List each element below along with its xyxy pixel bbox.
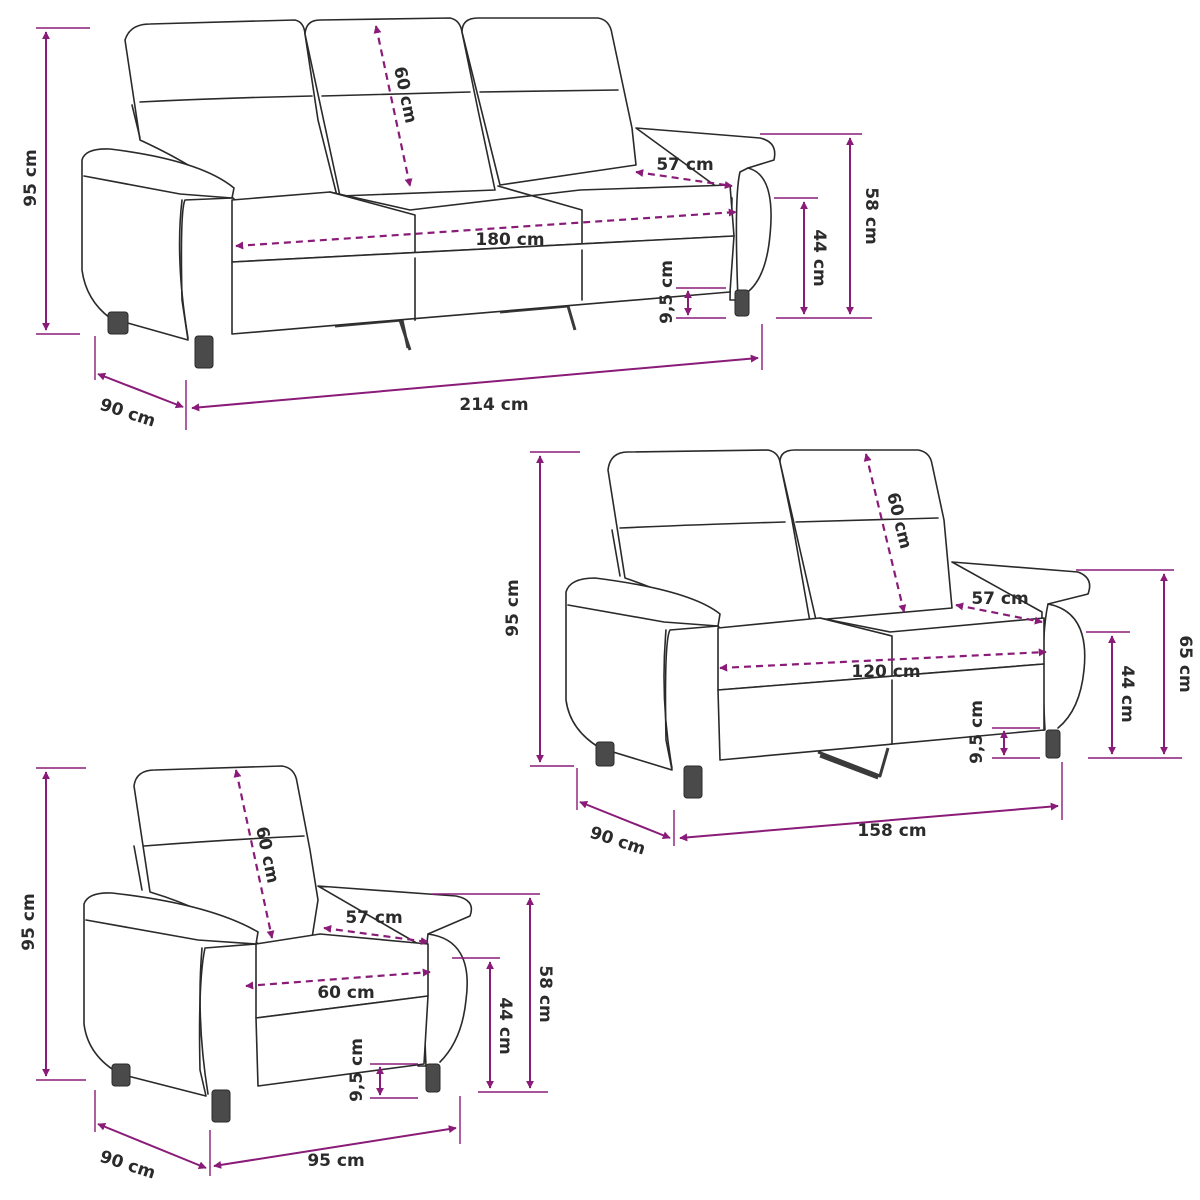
seat-width-label: 180 cm (475, 230, 544, 250)
leg (107, 311, 129, 335)
recliner-frame (817, 747, 890, 780)
total-width-label: 214 cm (459, 395, 528, 415)
leg (194, 335, 214, 369)
total-width-label: 158 cm (857, 821, 926, 841)
leg (111, 1063, 131, 1087)
armchair-dimensions (36, 767, 548, 1176)
seat-width-label: 60 cm (317, 983, 374, 1003)
left-armrest (81, 148, 235, 341)
leg (425, 1063, 441, 1093)
armrest-depth-label: 57 cm (971, 589, 1028, 609)
leg (211, 1089, 231, 1123)
seat-height-label: 44 cm (495, 997, 515, 1054)
armrest-height-label: 58 cm (535, 965, 555, 1022)
seat-front-panel (717, 663, 1045, 761)
leg-height-label: 9,5 cm (657, 260, 677, 324)
three-seater-dimensions (36, 25, 872, 430)
leg (1045, 729, 1061, 759)
left-armrest (565, 577, 721, 771)
depth-label: 90 cm (587, 823, 648, 860)
seat-height-label: 44 cm (809, 229, 829, 286)
total-width-label: 95 cm (307, 1151, 364, 1171)
depth-label: 90 cm (97, 1147, 158, 1184)
right-armrest (635, 127, 776, 301)
two-seater-dimensions (530, 451, 1182, 846)
armrest-depth-label: 57 cm (656, 155, 713, 175)
two-seater-sofa (565, 449, 1091, 799)
armrest-height-label: 58 cm (861, 187, 881, 244)
depth-label: 90 cm (97, 395, 158, 432)
armchair (83, 765, 473, 1123)
back-cushion-right (461, 17, 637, 186)
total-height-label: 95 cm (21, 149, 41, 206)
leg (734, 289, 750, 317)
armrest-depth-label: 57 cm (345, 908, 402, 928)
leg-height-label: 9,5 cm (347, 1038, 367, 1102)
total-height-label: 95 cm (19, 893, 39, 950)
leg-height-label: 9,5 cm (967, 700, 987, 764)
total-height-label: 95 cm (503, 579, 523, 636)
seat-height-label: 44 cm (1117, 665, 1137, 722)
seat-width-label: 120 cm (851, 662, 920, 682)
leg (683, 765, 703, 799)
leg (595, 741, 615, 767)
left-armrest (83, 892, 259, 1097)
armrest-height-label: 65 cm (1175, 635, 1195, 692)
